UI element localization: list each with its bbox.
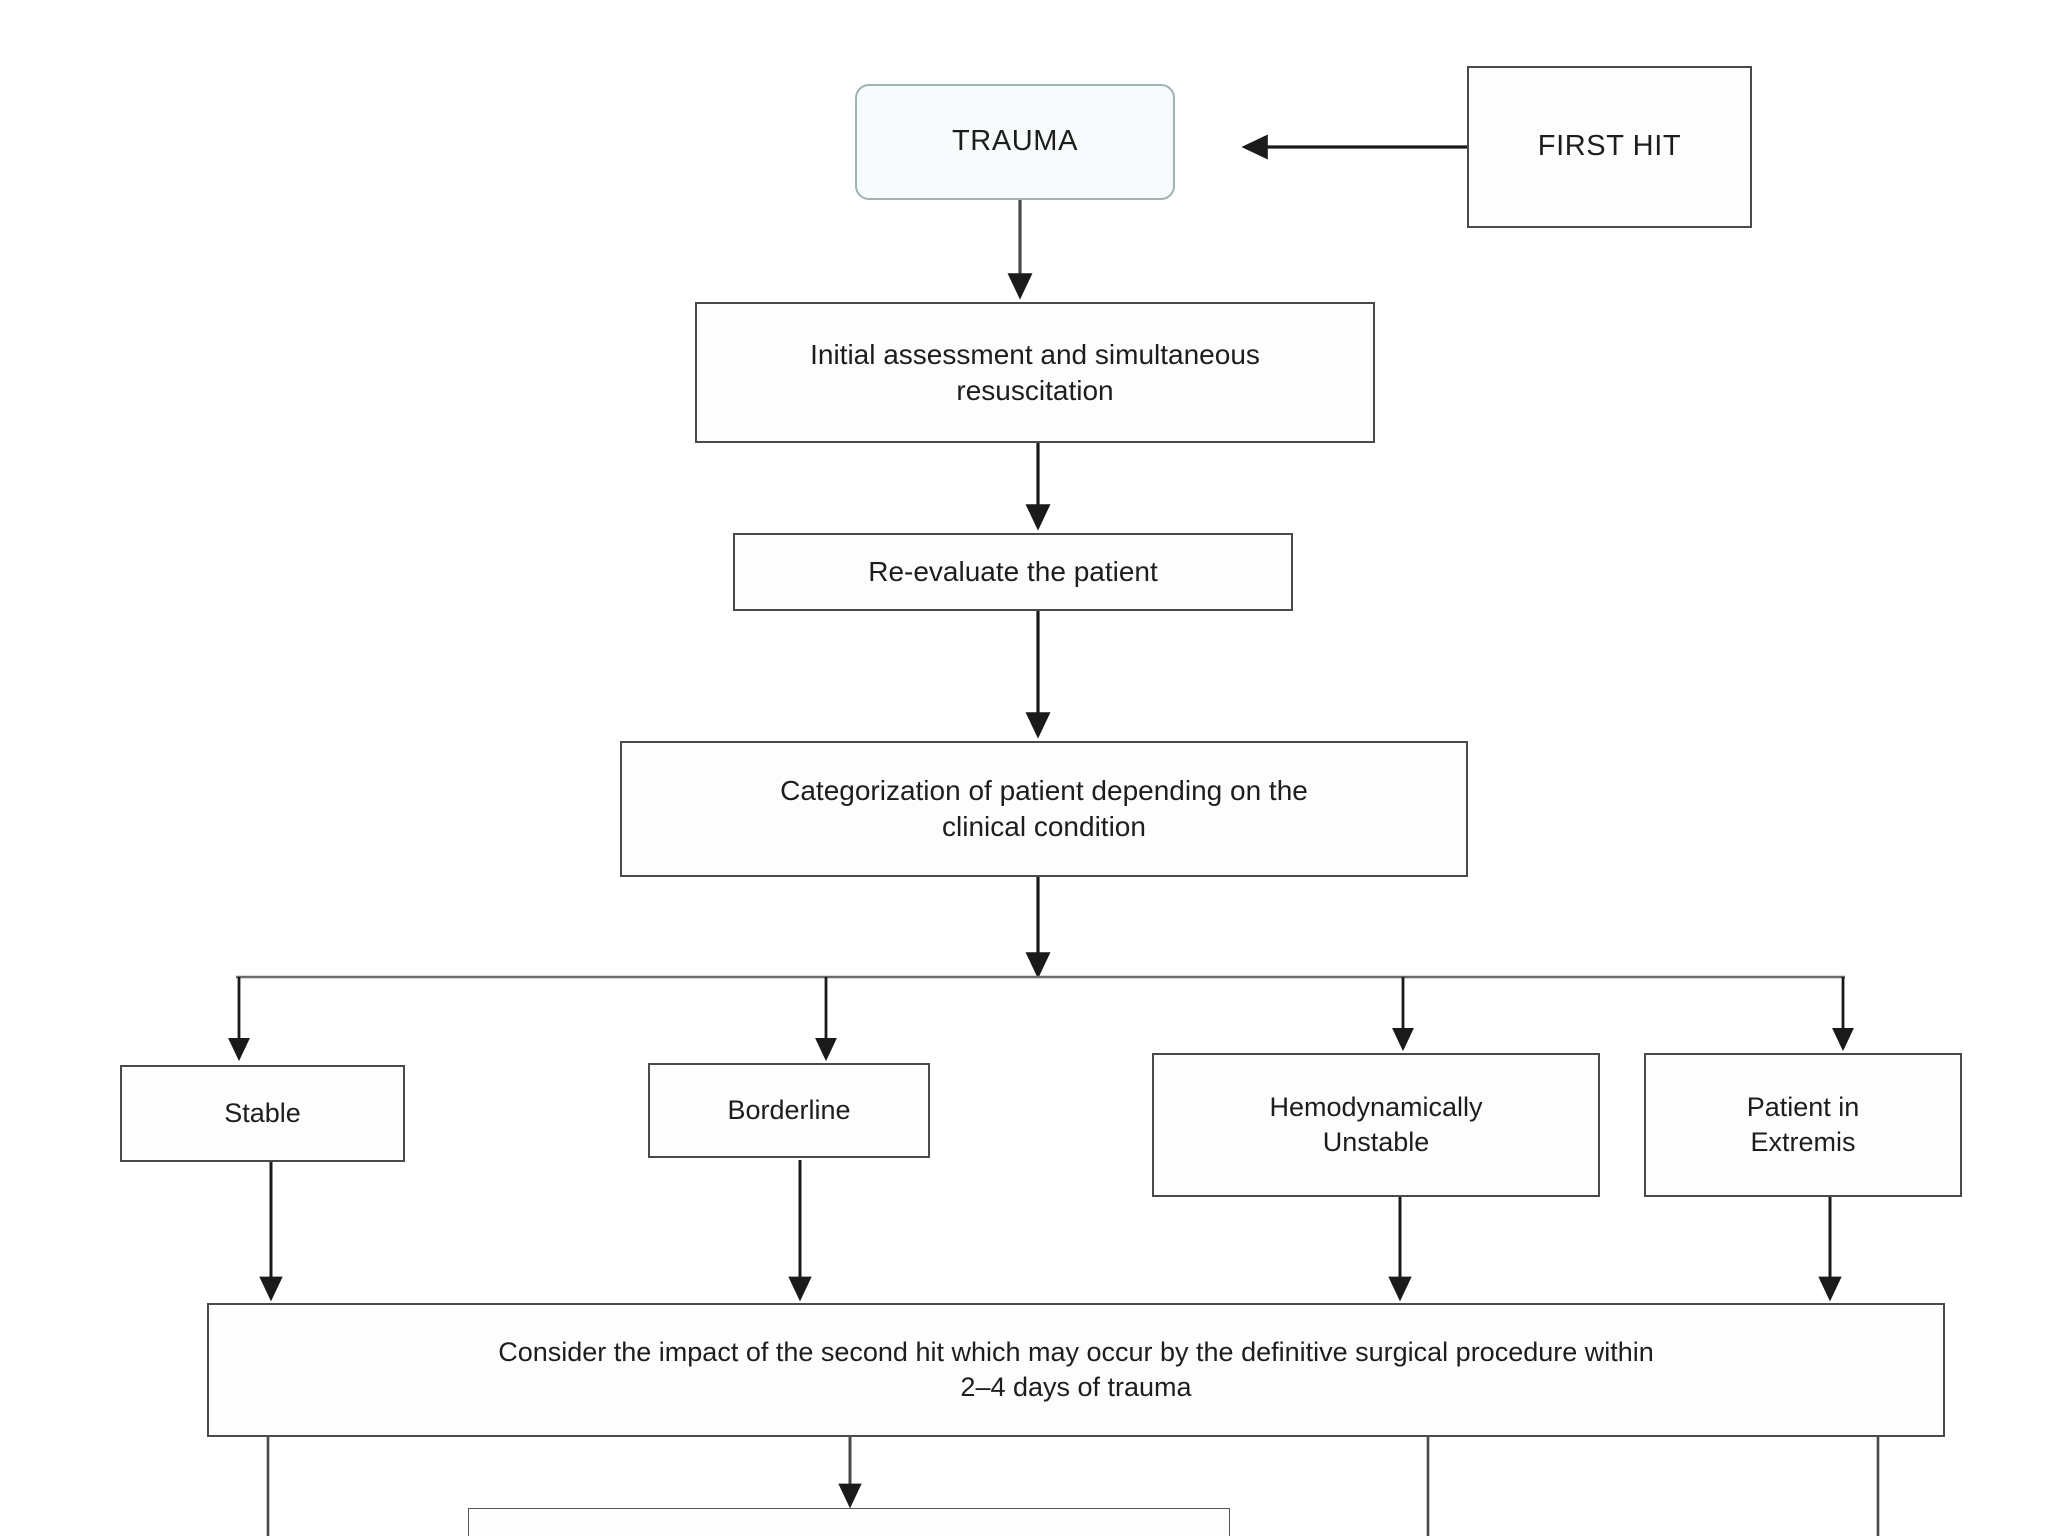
node-patient-in-extremis-label: Patient in Extremis bbox=[1746, 1092, 1860, 1157]
node-trauma[interactable]: TRAUMA bbox=[855, 84, 1175, 200]
node-trauma-label: TRAUMA bbox=[951, 125, 1079, 158]
node-stable-label: Stable bbox=[224, 1098, 301, 1129]
node-reevaluate-label: Re-evaluate the patient bbox=[868, 556, 1158, 588]
node-borderline-label: Borderline bbox=[727, 1095, 851, 1126]
node-second-hit-label: Consider the impact of the second hit wh… bbox=[498, 1337, 1654, 1402]
node-initial-assessment-label: Initial assessment and simultaneous resu… bbox=[810, 338, 1260, 406]
node-categorization-label: Categorization of patient depending on t… bbox=[780, 775, 1308, 842]
node-initial-assessment[interactable]: Initial assessment and simultaneous resu… bbox=[695, 302, 1375, 443]
node-categorization[interactable]: Categorization of patient depending on t… bbox=[620, 741, 1468, 877]
node-borderline[interactable]: Borderline bbox=[648, 1063, 930, 1158]
node-cutoff-box[interactable] bbox=[468, 1508, 1230, 1536]
node-first-hit-label: FIRST HIT bbox=[1537, 130, 1682, 163]
node-patient-in-extremis[interactable]: Patient in Extremis bbox=[1644, 1053, 1962, 1197]
node-second-hit[interactable]: Consider the impact of the second hit wh… bbox=[207, 1303, 1945, 1437]
node-stable[interactable]: Stable bbox=[120, 1065, 405, 1162]
node-reevaluate[interactable]: Re-evaluate the patient bbox=[733, 533, 1293, 611]
node-first-hit[interactable]: FIRST HIT bbox=[1467, 66, 1752, 228]
node-hemodynamically-unstable-label: Hemodynamically Unstable bbox=[1269, 1092, 1483, 1157]
node-hemodynamically-unstable[interactable]: Hemodynamically Unstable bbox=[1152, 1053, 1600, 1197]
